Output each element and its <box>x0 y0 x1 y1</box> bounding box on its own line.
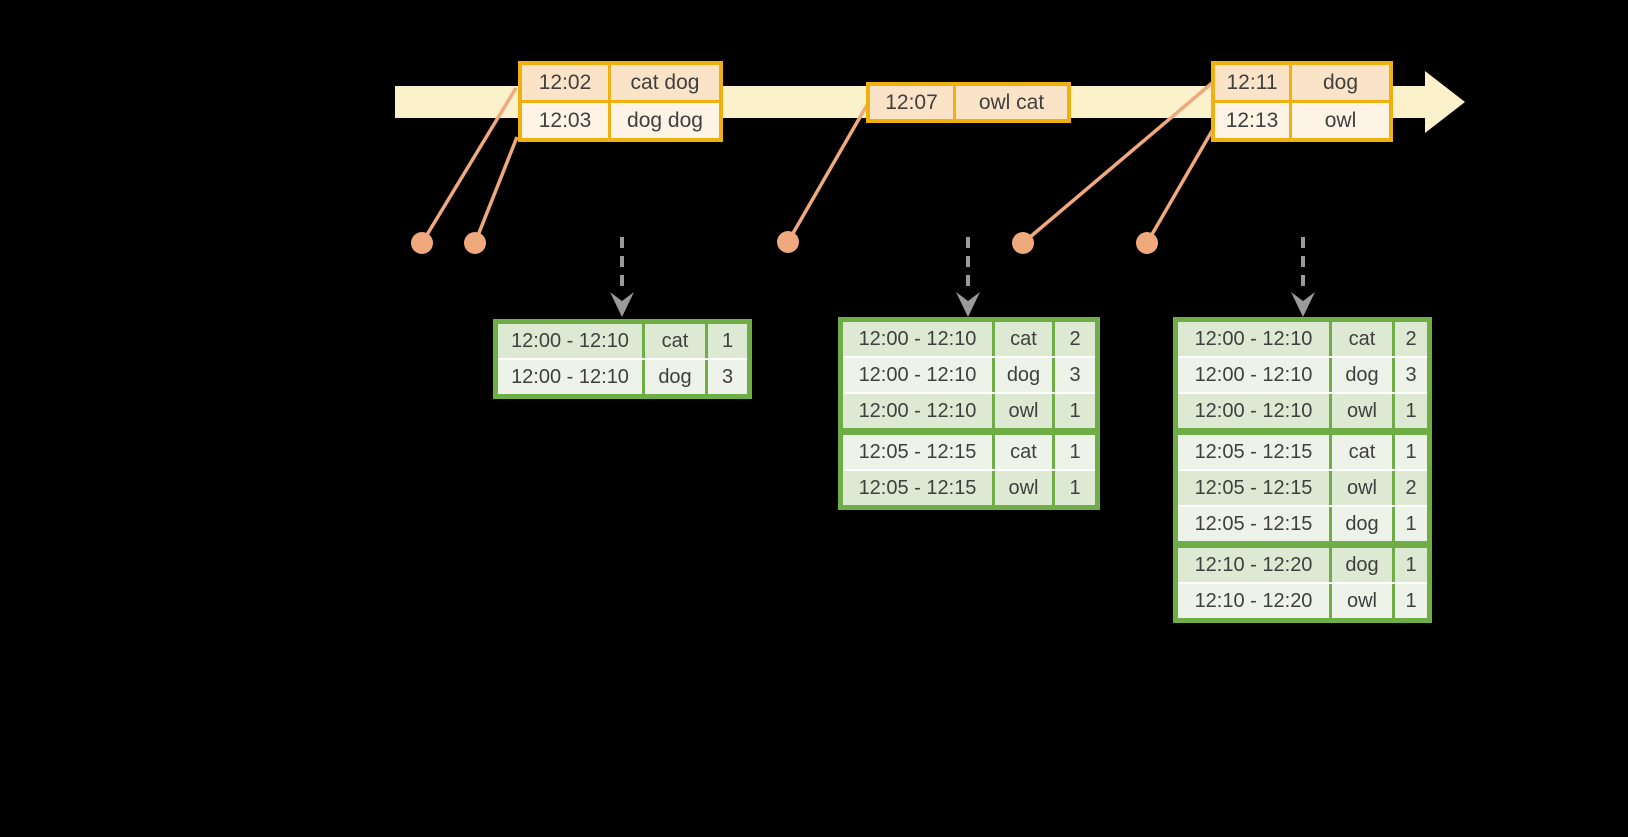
window-cell: 12:00 - 12:10 <box>511 365 629 388</box>
result-row: 12:00 - 12:10 dog 3 <box>843 356 1095 392</box>
count-cell: 1 <box>1052 394 1095 428</box>
window-cell: 12:00 - 12:10 <box>858 399 977 422</box>
window-cell: 12:00 - 12:10 <box>858 363 977 386</box>
event-connector-line <box>1145 123 1218 244</box>
word-cell: dog <box>642 360 705 394</box>
input-row: 12:13 owl <box>1215 100 1389 138</box>
word-cell: owl <box>1329 394 1392 428</box>
event-time-cell: 12:03 <box>538 108 592 132</box>
event-time-cell: 12:13 <box>1225 108 1279 132</box>
result-table-2: 12:00 - 12:10 cat 2 12:00 - 12:10 dog 3 … <box>838 317 1100 510</box>
event-words-cell: cat dog <box>608 65 719 100</box>
result-row: 12:00 - 12:10 dog 3 <box>1178 356 1427 392</box>
result-row: 12:00 - 12:10 cat 1 <box>498 324 747 358</box>
count-cell: 2 <box>1392 471 1427 505</box>
window-cell: 12:00 - 12:10 <box>511 329 629 352</box>
event-words-cell: dog <box>1289 65 1389 100</box>
result-row: 12:05 - 12:15 owl 1 <box>843 469 1095 505</box>
count-cell: 1 <box>1392 507 1427 541</box>
word-cell: cat <box>992 435 1052 469</box>
window-cell: 12:00 - 12:10 <box>1194 399 1313 422</box>
window-cell: 12:00 - 12:10 <box>1194 363 1313 386</box>
result-row: 12:00 - 12:10 owl 1 <box>1178 392 1427 428</box>
event-time-cell: 12:02 <box>538 70 592 94</box>
word-cell: cat <box>1329 322 1392 356</box>
input-row: 12:02 cat dog <box>522 65 719 100</box>
event-time-cell: 12:07 <box>885 90 938 114</box>
arrow-down-icon <box>956 292 980 317</box>
word-cell: cat <box>642 324 705 358</box>
result-row: 12:05 - 12:15 cat 1 <box>1178 428 1427 469</box>
event-words-cell: owl <box>1289 103 1389 138</box>
word-cell: owl <box>1329 584 1392 618</box>
input-row: 12:11 dog <box>1215 65 1389 100</box>
count-cell: 1 <box>1052 435 1095 469</box>
event-time-cell: 12:11 <box>1226 70 1278 94</box>
word-cell: dog <box>992 358 1052 392</box>
count-cell: 3 <box>705 360 747 394</box>
word-cell: cat <box>1329 435 1392 469</box>
result-row: 12:00 - 12:10 owl 1 <box>843 392 1095 428</box>
count-cell: 3 <box>1052 358 1095 392</box>
result-table-1: 12:00 - 12:10 cat 1 12:00 - 12:10 dog 3 <box>493 319 752 399</box>
event-connector-line <box>473 136 519 244</box>
event-dot <box>411 232 433 254</box>
count-cell: 1 <box>705 324 747 358</box>
count-cell: 1 <box>1052 471 1095 505</box>
result-row: 12:05 - 12:15 owl 2 <box>1178 469 1427 505</box>
result-table-3: 12:00 - 12:10 cat 2 12:00 - 12:10 dog 3 … <box>1173 317 1432 623</box>
count-cell: 2 <box>1052 322 1095 356</box>
window-cell: 12:05 - 12:15 <box>1194 476 1313 499</box>
result-row: 12:05 - 12:15 cat 1 <box>843 428 1095 469</box>
timeline-arrowhead-icon <box>1425 71 1465 133</box>
input-table-2: 12:07 owl cat <box>866 82 1071 123</box>
count-cell: 1 <box>1392 394 1427 428</box>
event-dot <box>1012 232 1034 254</box>
window-cell: 12:05 - 12:15 <box>1194 440 1313 463</box>
result-row: 12:00 - 12:10 cat 2 <box>1178 322 1427 356</box>
input-table-1: 12:02 cat dog 12:03 dog dog <box>518 61 723 142</box>
event-words-cell: owl cat <box>953 86 1067 119</box>
word-cell: cat <box>992 322 1052 356</box>
event-connector-line <box>786 104 869 243</box>
result-row: 12:00 - 12:10 dog 3 <box>498 358 747 394</box>
word-cell: owl <box>992 471 1052 505</box>
result-row: 12:10 - 12:20 owl 1 <box>1178 582 1427 618</box>
window-cell: 12:10 - 12:20 <box>1194 589 1313 612</box>
input-table-3: 12:11 dog 12:13 owl <box>1211 61 1393 142</box>
window-cell: 12:05 - 12:15 <box>1194 512 1313 535</box>
window-cell: 12:00 - 12:10 <box>1194 327 1313 350</box>
word-cell: owl <box>1329 471 1392 505</box>
result-row: 12:00 - 12:10 cat 2 <box>843 322 1095 356</box>
event-dot <box>777 231 799 253</box>
input-row: 12:07 owl cat <box>870 86 1067 119</box>
count-cell: 2 <box>1392 322 1427 356</box>
event-connector-line <box>420 87 518 244</box>
count-cell: 3 <box>1392 358 1427 392</box>
window-cell: 12:05 - 12:15 <box>858 440 977 463</box>
event-dot <box>1136 232 1158 254</box>
window-cell: 12:00 - 12:10 <box>858 327 977 350</box>
count-cell: 1 <box>1392 548 1427 582</box>
result-row: 12:05 - 12:15 dog 1 <box>1178 505 1427 541</box>
count-cell: 1 <box>1392 584 1427 618</box>
arrow-down-icon <box>610 292 634 317</box>
event-connector-line <box>1021 81 1214 245</box>
event-words-cell: dog dog <box>608 103 719 138</box>
word-cell: dog <box>1329 507 1392 541</box>
event-dot <box>464 232 486 254</box>
input-row: 12:03 dog dog <box>522 100 719 138</box>
word-cell: owl <box>992 394 1052 428</box>
result-row: 12:10 - 12:20 dog 1 <box>1178 541 1427 582</box>
window-cell: 12:10 - 12:20 <box>1194 553 1313 576</box>
count-cell: 1 <box>1392 435 1427 469</box>
window-cell: 12:05 - 12:15 <box>858 476 977 499</box>
word-cell: dog <box>1329 548 1392 582</box>
word-cell: dog <box>1329 358 1392 392</box>
arrow-down-icon <box>1291 292 1315 317</box>
